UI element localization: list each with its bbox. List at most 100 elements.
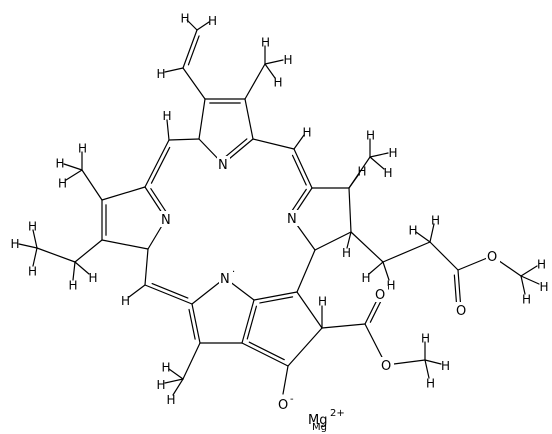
methyl-d-h-bond xyxy=(369,156,385,170)
ethyl-ch2-h-label: H xyxy=(89,271,98,285)
methyl-c-h-label: H xyxy=(167,393,176,407)
ring-d-bond xyxy=(314,231,352,251)
ester-methyl-h-label: H xyxy=(540,280,549,294)
ring-c-nitrogen-bg xyxy=(219,270,232,286)
meso-bd-h-h-bond xyxy=(293,134,305,150)
ethyl-ch2-h-bond xyxy=(72,261,76,281)
metal-symbol: Mg xyxy=(308,413,327,428)
meso-bd-double xyxy=(293,148,313,189)
ring-e-d-link xyxy=(296,249,316,293)
ring-e-bond xyxy=(296,291,323,329)
enolate-oxygen: O xyxy=(278,398,288,413)
ester-methyl-h-label: H xyxy=(537,258,546,272)
ethyl-bond xyxy=(36,247,76,263)
methyl-b-h-bond xyxy=(264,59,284,65)
metal-charge: 2+ xyxy=(330,408,345,419)
meso-ac-h-h-bond xyxy=(128,284,146,298)
ring-d-nitrogen: N xyxy=(287,212,297,227)
chain-ch2-1-h-bond xyxy=(382,261,390,281)
meso-ac-double xyxy=(144,284,193,305)
ethyl-ch2-h-label: H xyxy=(69,279,78,293)
meso-bd-bond xyxy=(252,138,295,150)
ester2-carbonyl-double-inner xyxy=(369,298,383,323)
ring-c-nitrogen: N xyxy=(220,272,230,287)
ring-b-cn-double-inner xyxy=(223,138,248,159)
vinyl-terminal-h-label: H xyxy=(181,12,190,26)
meso-ac-bond xyxy=(144,248,149,286)
metal-ion: Mg 2+ Mg xyxy=(308,408,345,433)
meso-ab-double xyxy=(144,139,170,188)
ester2-oxygen: O xyxy=(381,359,391,374)
ethyl-ch3-h-bond xyxy=(32,229,38,249)
chain-ch2-2-h-bond xyxy=(415,231,431,243)
ethyl-ch3-h-label: H xyxy=(11,237,20,251)
ring-b-bond xyxy=(244,98,254,140)
meso-ab-h-h-label: H xyxy=(163,109,172,123)
enolate-charge: - xyxy=(290,394,294,405)
ethyl-ch3-h-label: H xyxy=(28,265,37,279)
ring-a-bond xyxy=(101,186,146,201)
ethyl-ch3-h-bond xyxy=(32,247,38,267)
ester2-methyl-h-bond xyxy=(424,359,442,365)
ester2-methyl-h-label: H xyxy=(441,359,450,373)
methyl-b-h-label: H xyxy=(274,76,283,90)
ring-a-nitrogen: N xyxy=(161,213,171,228)
chain-ch2-2-h-label: H xyxy=(431,214,440,228)
methyl-d-h-bond xyxy=(369,152,389,158)
vinyl-ch-h-label: H xyxy=(157,67,166,81)
methyl-c-h-bond xyxy=(172,378,184,396)
ester-carbonyl-oxygen-bg xyxy=(455,302,469,318)
meso-ab-h-h-bond xyxy=(166,119,170,141)
ring-c-nitrogen-radical: · xyxy=(232,267,235,278)
methyl-c-h-label: H xyxy=(162,361,171,375)
chain-ch2-1-h-label: H xyxy=(362,271,371,285)
ring-c-cc-double xyxy=(241,299,255,344)
ring-e-double xyxy=(253,291,298,301)
methyl-b-h-label: H xyxy=(284,53,293,67)
vinyl-ch-h-bond xyxy=(164,67,184,73)
ethyl-ch2-h-bond xyxy=(74,261,90,275)
vinyl-terminal-h-label: H xyxy=(208,14,217,28)
ester-methyl-h-label: H xyxy=(522,293,531,307)
ring-e-double-inner xyxy=(248,341,285,361)
ring-a-cn-double-inner xyxy=(150,188,168,214)
methyl-b-bond xyxy=(244,63,266,100)
methyl-d-h-label: H xyxy=(389,146,398,160)
ring-d-ch-1-h-bond xyxy=(348,173,360,189)
ring-d-ch-1-h-label: H xyxy=(358,165,367,179)
chain-ch2-1-h-label: H xyxy=(387,279,396,293)
ethyl-bond xyxy=(74,239,103,263)
vinyl-double-inner xyxy=(187,35,200,66)
methyl-b-h-bond xyxy=(264,63,276,79)
meso-ac-double-inner xyxy=(151,282,189,299)
methyl-a-h-label: H xyxy=(56,157,65,171)
meso-bd-h-h-label: H xyxy=(303,126,312,140)
chain-ch2-1-h-bond xyxy=(368,261,384,275)
ester2-bond xyxy=(321,323,366,329)
ring-a-bond xyxy=(101,239,149,250)
ester2-methyl-h-label: H xyxy=(421,332,430,346)
ring-e-double xyxy=(241,342,289,367)
ester2-methyl-h-bond xyxy=(424,359,430,379)
chain-ch2-2-h-bond xyxy=(429,223,435,243)
ester2-carbonyl-oxygen-bg xyxy=(374,286,388,302)
methyl-d-h-label: H xyxy=(366,129,375,143)
methyl-a-h-label: H xyxy=(58,177,67,191)
ring-c-cc-double xyxy=(191,303,201,344)
vinyl-double xyxy=(182,29,198,69)
meso-bd-double-inner xyxy=(291,154,307,186)
methyl-c-h-label: H xyxy=(157,378,166,392)
methyl-c-h-bond xyxy=(164,378,184,384)
ethyl-ch3-h-label: H xyxy=(28,220,37,234)
ring-b-nitrogen: N xyxy=(218,158,228,173)
ring-d-nitrogen-bg xyxy=(286,210,299,226)
methyl-c-bond xyxy=(182,342,201,380)
ring-e-bond xyxy=(287,327,323,367)
ring-b-nitrogen-bg xyxy=(217,156,230,172)
ester-methyl-h-bond xyxy=(520,275,540,285)
propionate-chain xyxy=(382,241,431,263)
ester-oxygen: O xyxy=(487,250,497,265)
methyl-a-h-bond xyxy=(63,163,83,171)
